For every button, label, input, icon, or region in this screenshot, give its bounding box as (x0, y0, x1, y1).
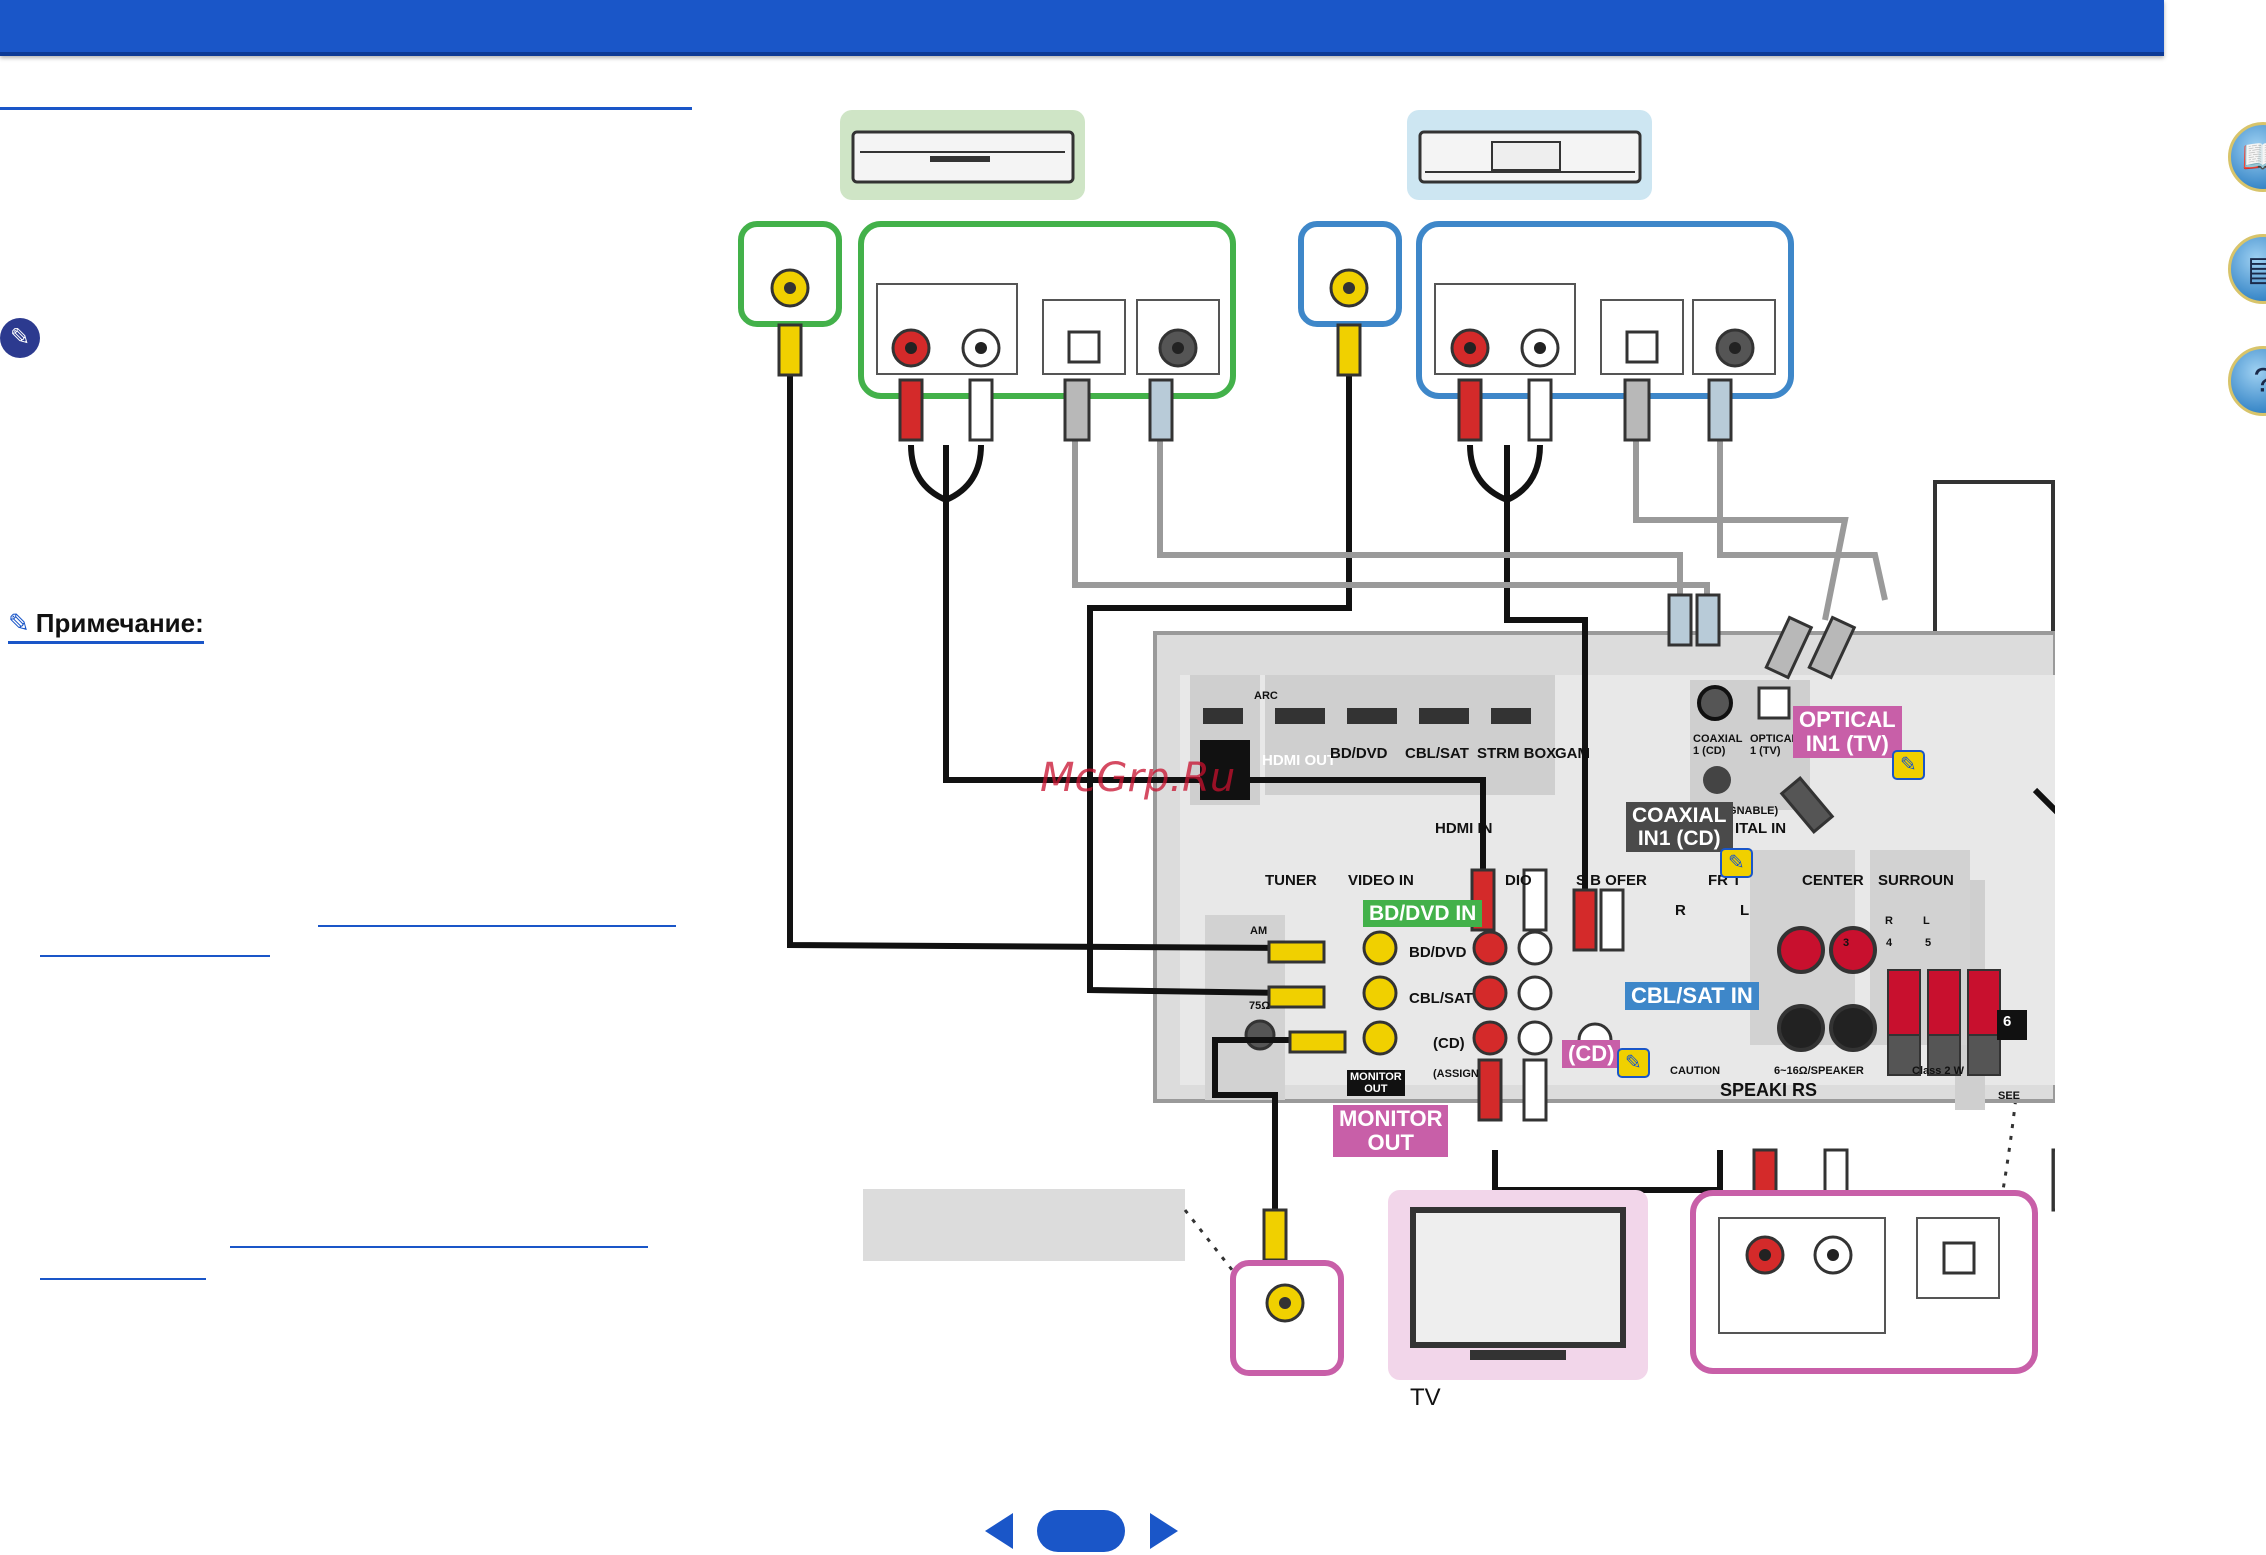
surround-l-label: L (1923, 915, 1930, 927)
cables-black (787, 370, 2055, 1210)
speakers-label: SPEAKI RS (1720, 1080, 1818, 1100)
video-in-label: VIDEO IN (1348, 872, 1414, 889)
grey-note-box (863, 1189, 1185, 1261)
receiver-icon: ▤ (2246, 250, 2266, 288)
note-heading: ✎Примечание: (8, 608, 204, 644)
ohm-75-label: 75Ω (1249, 1000, 1271, 1012)
subwoofer-label: S B OFER (1576, 872, 1647, 889)
blank-box-right (1933, 480, 2055, 644)
hdmi-cbl-sat-label: CBL/SAT (1405, 745, 1469, 762)
cbl-sat-in-label: CBL/SAT IN (1625, 982, 1759, 1011)
row-bd-dvd-label: BD/DVD (1409, 944, 1467, 961)
ch5-label: 5 (1925, 937, 1932, 949)
side-book-button[interactable]: 📖 (2228, 122, 2266, 192)
side-help-button[interactable]: ? (2228, 346, 2266, 416)
hdmi-out-label: HDMI OUT (1262, 752, 1337, 769)
ch3-label: 3 (1843, 937, 1850, 949)
tuner-label: TUNER (1265, 872, 1317, 889)
cd-player-device (1407, 110, 1652, 200)
monitor-out-small-label: MONITOR OUT (1347, 1070, 1405, 1096)
cables-audio-pair (908, 444, 1543, 503)
ch4-label: 4 (1886, 937, 1893, 949)
side-receiver-button[interactable]: ▤ (2228, 234, 2266, 304)
audio-label: DIO (1505, 872, 1532, 889)
link-underline-2a[interactable] (230, 1246, 648, 1248)
arc-label: ARC (1254, 690, 1278, 702)
optical-note-pencil-icon: ✎ (1892, 750, 1925, 780)
bd-dvd-in-label: BD/DVD IN (1363, 900, 1483, 928)
link-underline-2b[interactable] (40, 1278, 206, 1280)
front-r-label: R (1675, 902, 1686, 919)
hdmi-game-label: GAM (1555, 745, 1590, 762)
coaxial-in1-cd-label: COAXIAL IN1 (CD) (1626, 802, 1733, 853)
book-icon: 📖 (2241, 138, 2266, 176)
cd-audio-out-callout (1416, 221, 1794, 399)
rca-plugs (777, 323, 2055, 1262)
am-label: AM (1250, 925, 1268, 937)
optical-in1-tv-label: OPTICAL IN1 (TV) (1793, 706, 1902, 759)
connection-diagram (738, 110, 2055, 1380)
cd-label: (CD) (1562, 1040, 1621, 1069)
assign-label: (ASSIGN (1433, 1068, 1479, 1080)
hdmi-in-label: HDMI IN (1435, 820, 1493, 837)
surround-r-label: R (1885, 915, 1893, 927)
title-rule (0, 107, 692, 110)
row-cd-label: (CD) (1433, 1035, 1465, 1052)
page-number-button[interactable] (1037, 1510, 1125, 1552)
see-label: SEE (1998, 1090, 2021, 1102)
monitor-out-label: MONITOR OUT (1333, 1105, 1449, 1158)
bd-video-out-callout (738, 221, 842, 327)
class2-label: Class 2 W (1912, 1065, 1964, 1077)
impedance-label: 6~16Ω/SPEAKER (1774, 1065, 1864, 1077)
tv-device (1388, 1190, 1648, 1380)
prev-page-arrow-icon[interactable] (985, 1513, 1013, 1549)
hdmi-strm-box-label: STRM BOX (1477, 745, 1557, 762)
front-l-label: L (1740, 902, 1750, 919)
receiver-rear-panel (1153, 631, 2055, 1110)
bd-player-device (840, 110, 1085, 200)
coaxial-note-pencil-icon: ✎ (1720, 848, 1753, 878)
surround-label: SURROUN (1878, 872, 1954, 889)
coaxial-1-cd-label: COAXIAL 1 (CD) (1693, 733, 1743, 757)
center-label: CENTER (1802, 872, 1864, 889)
assignable-label: IGNABLE) (1725, 805, 1779, 817)
dotted-leader-left (1183, 1209, 1242, 1281)
optical-1-tv-label: OPTICAL 1 (TV) (1750, 733, 1799, 757)
cd-video-out-callout (1298, 221, 1402, 327)
watermark: McGrp.Ru (1040, 755, 1236, 801)
next-page-arrow-icon[interactable] (1150, 1513, 1178, 1549)
link-underline-1b[interactable] (40, 955, 270, 957)
tv-caption: TV (1410, 1384, 1441, 1411)
caution-label: CAUTION (1670, 1065, 1721, 1077)
digital-in-label: ITAL IN (1735, 820, 1787, 837)
tv-video-in-callout (1230, 1260, 1344, 1376)
link-underline-1a[interactable] (318, 925, 676, 927)
cd-note-pencil-icon: ✎ (1617, 1048, 1650, 1078)
hdmi-bd-dvd-label: BD/DVD (1330, 745, 1388, 762)
note-label-text: Примечание: (35, 608, 204, 638)
ch6-label: 6 (2003, 1013, 2012, 1030)
cables-grey (1072, 440, 1888, 630)
tv-audio-out-callout (1690, 1190, 2038, 1374)
header-bar (0, 0, 2164, 56)
row-cbl-sat-label: CBL/SAT (1409, 990, 1473, 1007)
pin-icon: ✎ (0, 318, 40, 358)
remote-help-icon: ? (2254, 362, 2266, 401)
bd-audio-out-callout (858, 221, 1236, 399)
pencil-icon: ✎ (8, 608, 30, 638)
